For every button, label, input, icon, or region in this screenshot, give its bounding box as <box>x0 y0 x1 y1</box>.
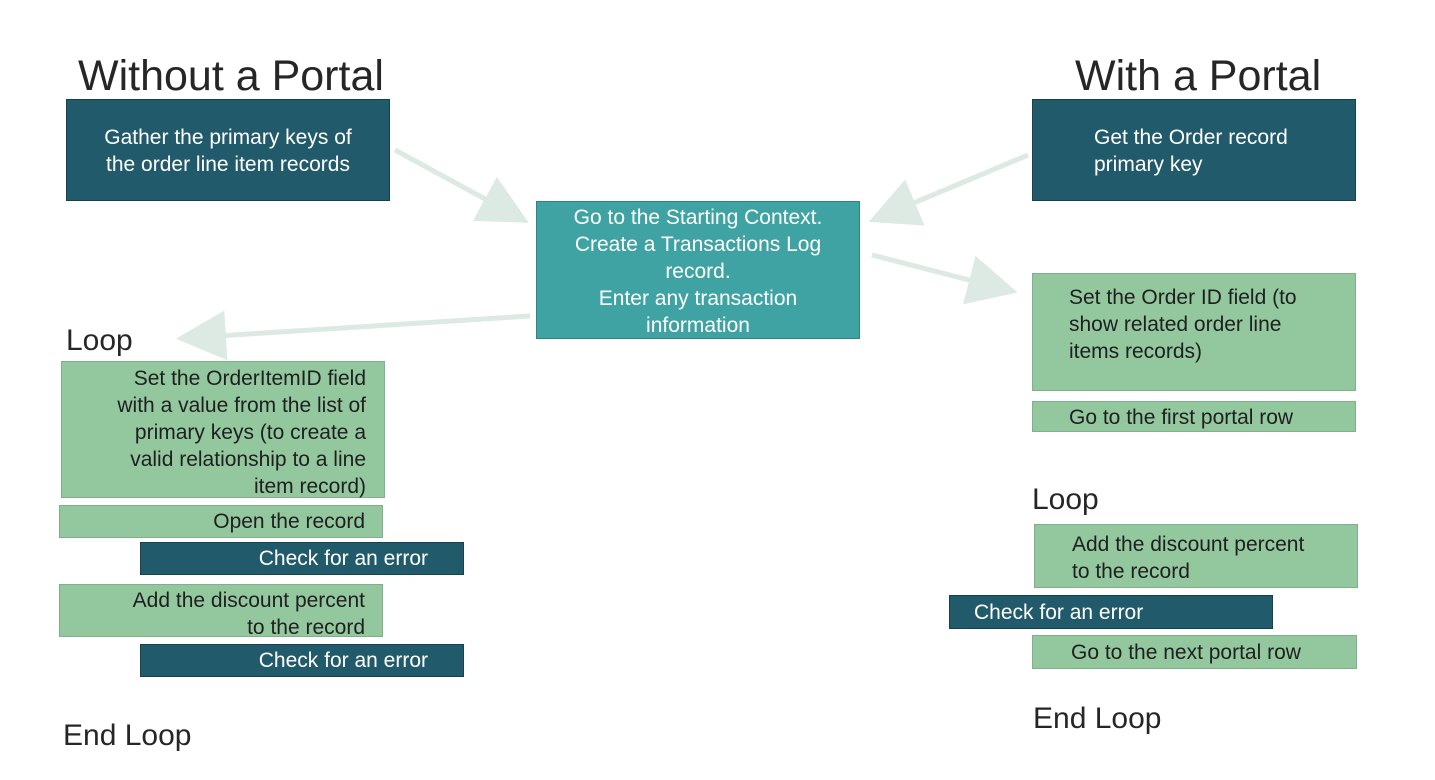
arrow-gather-to-context <box>393 147 529 223</box>
right-end-loop-label: End Loop <box>1033 702 1162 735</box>
set-orderitemid-box: Set the OrderItemID field with a value f… <box>61 361 385 498</box>
arrow-context-to-left-loop <box>176 310 531 361</box>
next-portal-row-box: Go to the next portal row <box>1032 635 1357 669</box>
get-order-key-box: Get the Order record primary key <box>1032 99 1356 201</box>
right-title: With a Portal <box>1075 52 1322 100</box>
left-add-discount-box: Add the discount percent to the record <box>59 584 383 639</box>
arrow-order-to-context <box>868 152 1029 226</box>
left-loop-label: Loop <box>66 324 133 357</box>
right-loop-label: Loop <box>1032 483 1099 516</box>
left-title: Without a Portal <box>78 52 384 100</box>
gather-keys-box: Gather the primary keys of the order lin… <box>66 99 390 201</box>
left-check-error-box-1: Check for an error <box>140 542 464 575</box>
set-order-id-box: Set the Order ID field (to show related … <box>1032 273 1356 391</box>
arrow-context-to-set-order-id <box>871 252 1018 305</box>
left-end-loop-label: End Loop <box>63 719 192 752</box>
starting-context-box: Go to the Starting Context. Create a Tra… <box>536 201 860 339</box>
right-add-discount-box: Add the discount percent to the record <box>1034 524 1358 588</box>
first-portal-row-box: Go to the first portal row <box>1032 401 1356 432</box>
open-record-box: Open the record <box>59 505 383 538</box>
left-check-error-box-2: Check for an error <box>140 644 464 677</box>
right-check-error-box: Check for an error <box>949 595 1273 629</box>
